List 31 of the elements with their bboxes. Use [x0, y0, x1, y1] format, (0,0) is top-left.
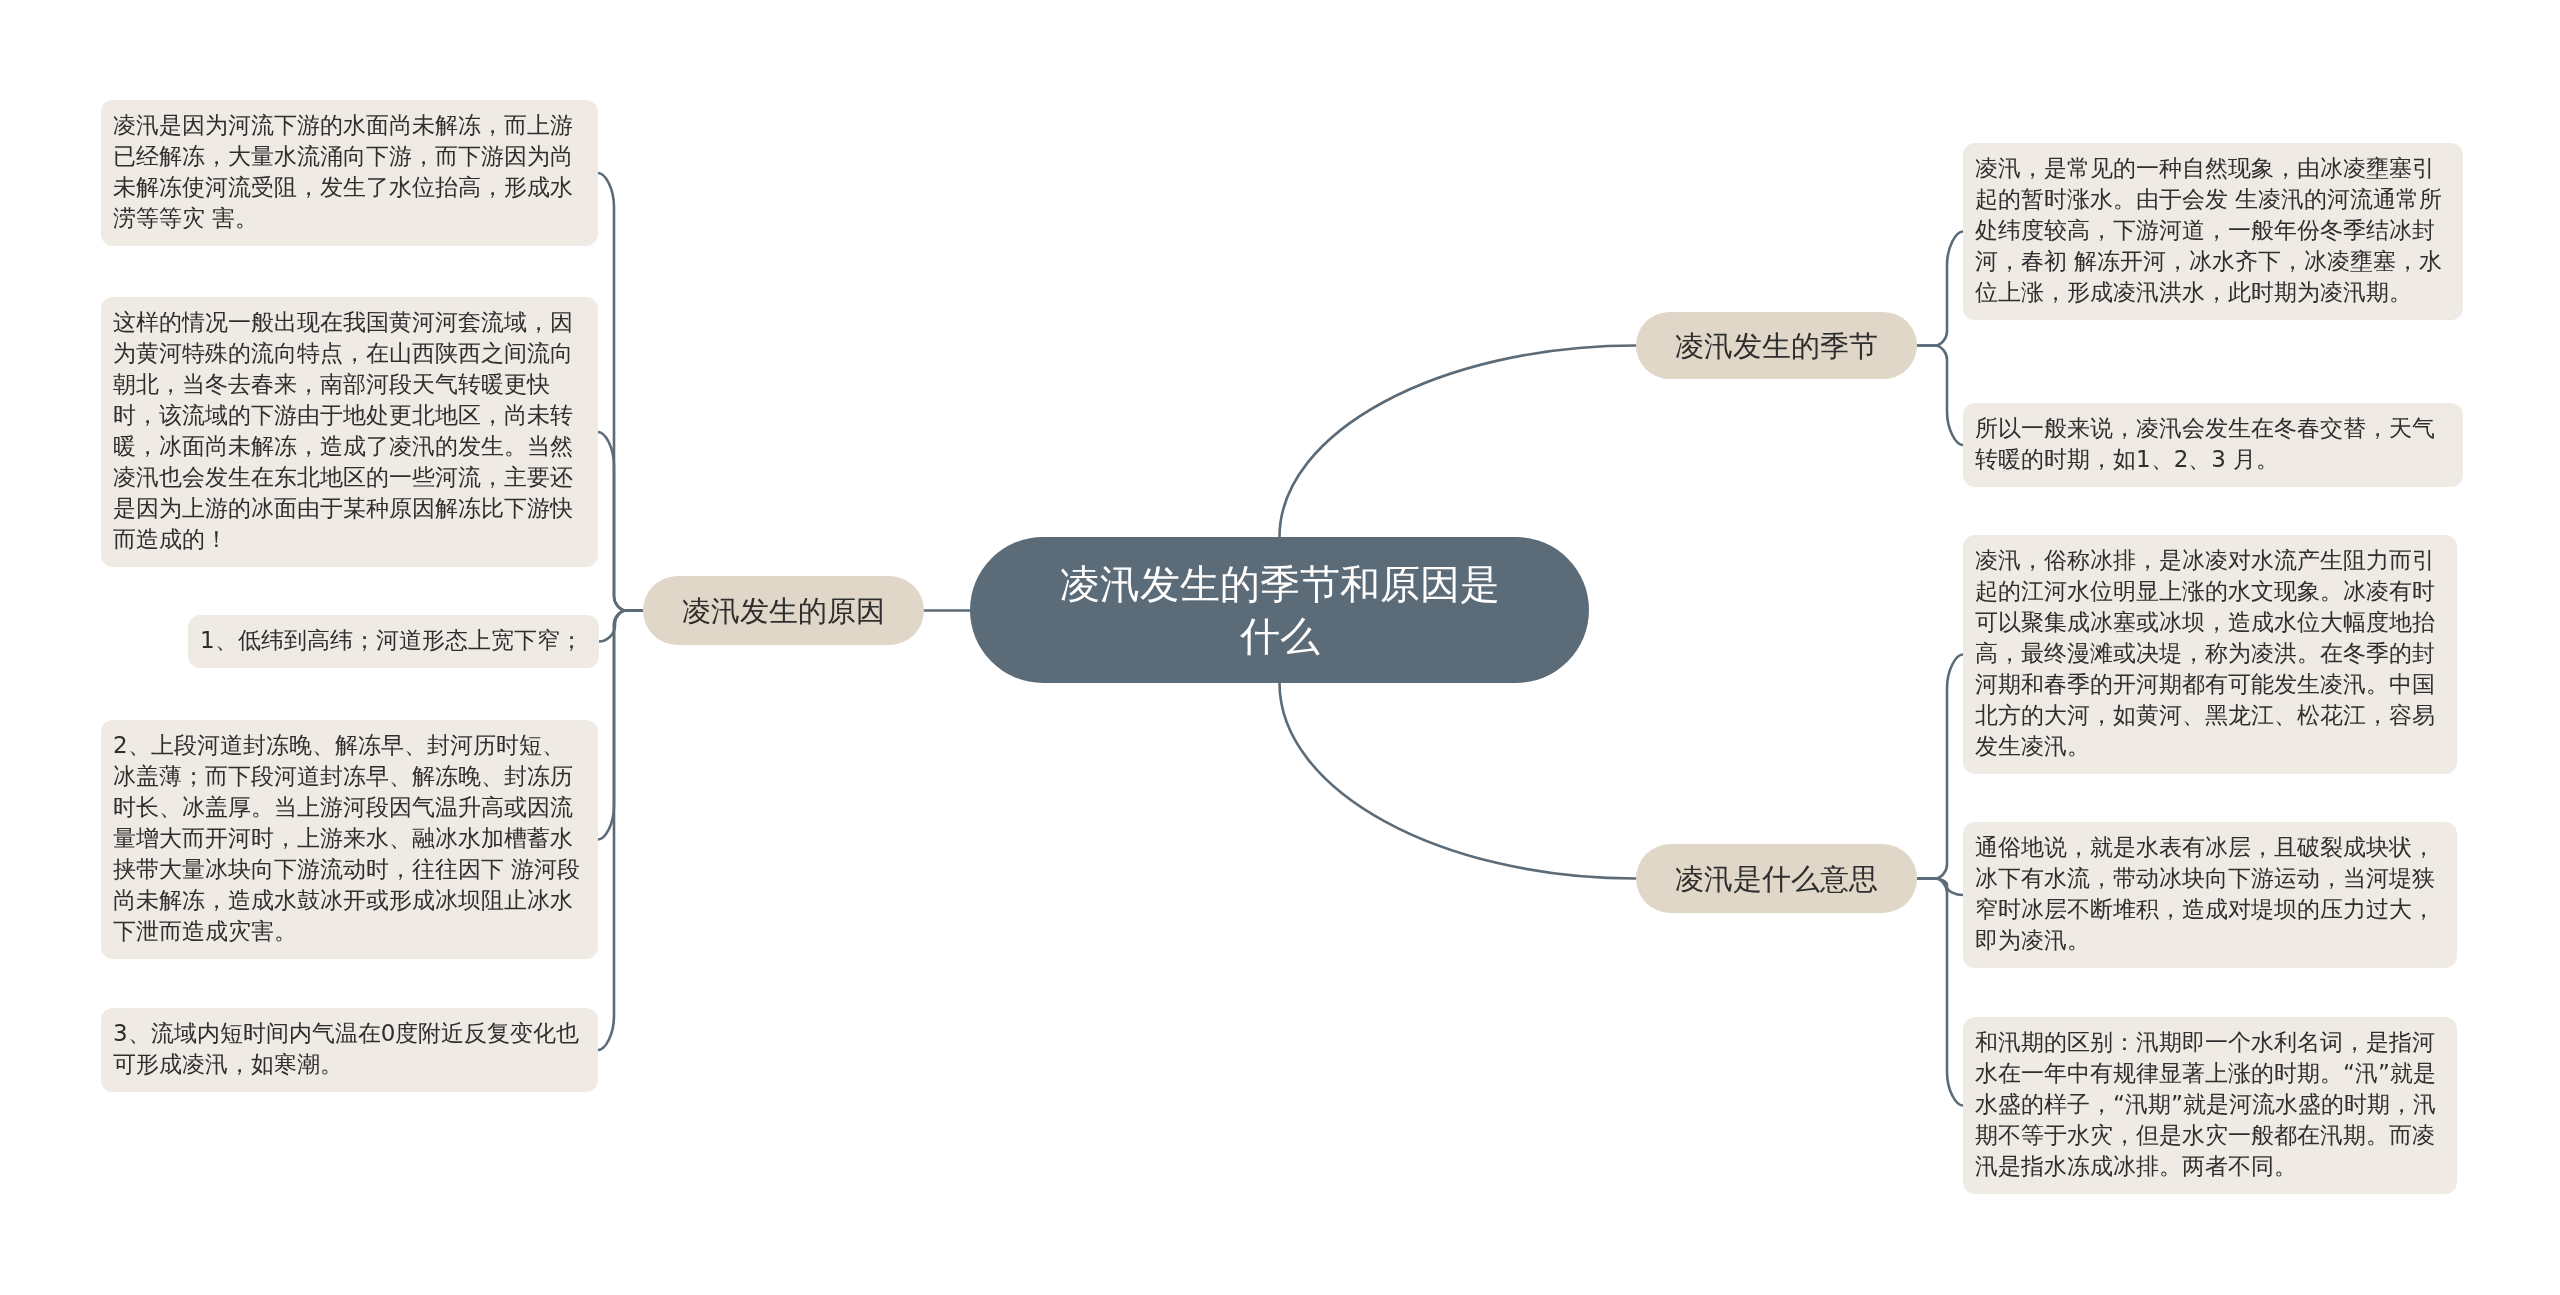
topic-text: 凌汛是什么意思	[1675, 860, 1878, 897]
note-card	[1963, 403, 2463, 487]
note-text: 3、流域内短时间内气温在0度附近反复变化也可形成凌汛，如寒潮。	[113, 1019, 581, 1079]
connector-line	[1278, 682, 1637, 880]
note-card	[101, 1008, 598, 1092]
connector-line	[924, 609, 970, 612]
note-card	[1963, 1017, 2457, 1194]
connector-line	[1278, 344, 1637, 538]
note-card	[101, 297, 598, 567]
note-card	[1963, 535, 2457, 774]
note-card	[1963, 143, 2463, 320]
note-text: 凌汛是因为河流下游的水面尚未解冻，而上游已经解冻，大量水流涌向下游，而下游因为尚未解冻使河流受阻，发生了水位抬高，形成水涝等等灾 害。	[113, 111, 574, 233]
note-text: 和汛期的区别：汛期即一个水利名词，是指河水在一年中有规律显著上涨的时期。“汛”就是水盛的样子，“汛期”就是河流水盛的时期，汛期不等于水灾，但是水灾一般都在汛期。而凌汛是指水冻成冰排。两者不同。	[1975, 1028, 2437, 1181]
connector-line	[597, 609, 643, 1052]
note-card	[1963, 822, 2457, 968]
note-card	[188, 615, 599, 668]
topic-text: 凌汛发生的原因	[682, 592, 885, 629]
note-text: 1、低纬到高纬；河道形态上宽下窄；	[200, 626, 584, 655]
note-card	[101, 720, 598, 959]
note-text: 凌汛，是常见的一种自然现象，由冰凌壅塞引起的暂时涨水。由于会发 生凌汛的河流通常所处纬度较高，下游河道，一般年份冬季结冰封河，春初 解冻开河，冰水齐下，冰凌壅塞，水位上涨，形成凌汛洪水，此时期为凌汛期。	[1975, 154, 2444, 307]
topic-text: 凌汛发生的季节	[1675, 327, 1878, 364]
topic-text: 凌汛发生的季节和原因是什么	[1058, 560, 1501, 661]
connector-line	[1917, 877, 1964, 1107]
note-text: 通俗地说，就是水表有冰层，且破裂成块状，冰下有水流，带动冰块向下游运动，当河堤狭窄时冰层不断堆积，造成对堤坝的压力过大，即为凌汛。	[1975, 833, 2436, 955]
connector-line	[598, 609, 643, 643]
note-text: 所以一般来说，凌汛会发生在冬春交替，天气转暖的时期，如1、2、3 月。	[1975, 414, 2436, 474]
note-text: 这样的情况一般出现在我国黄河河套流域，因为黄河特殊的流向特点，在山西陕西之间流向朝北，当冬去春来，南部河段天气转暖更快时，该流域的下游由于地处更北地区，尚未转暖，冰面尚未解冻，造成了凌汛的发生。当然凌汛也会发生在东北地区的一些河流，主要还是因为上游的冰面由于某种原因解冻比下游快而造成的！	[113, 308, 574, 554]
connector-line	[1917, 344, 1964, 447]
note-text: 2、上段河道封冻晚、解冻早、封河历时短、冰盖薄；而下段河道封冻早、解冻晚、封冻历时长、冰盖厚。当上游河段因气温升高或因流量增大而开河时，上游来水、融冰水加槽蓄水挟带大量冰块向下游流动时，往往因下 游河段尚未解冻，造成水鼓冰开或形成冰坝阻止冰水下泄而造成灾害。	[113, 731, 582, 946]
note-card	[101, 100, 598, 246]
note-text: 凌汛，俗称冰排，是冰凌对水流产生阻力而引起的江河水位明显上涨的水文现象。冰凌有时可以聚集成冰塞或冰坝，造成水位大幅度地抬高，最终漫滩或决堤，称为凌洪。在冬季的封河期和春季的开河期都有可能发生凌汛。中国北方的大河，如黄河、黑龙江、松花江，容易发生凌汛。	[1975, 546, 2436, 761]
